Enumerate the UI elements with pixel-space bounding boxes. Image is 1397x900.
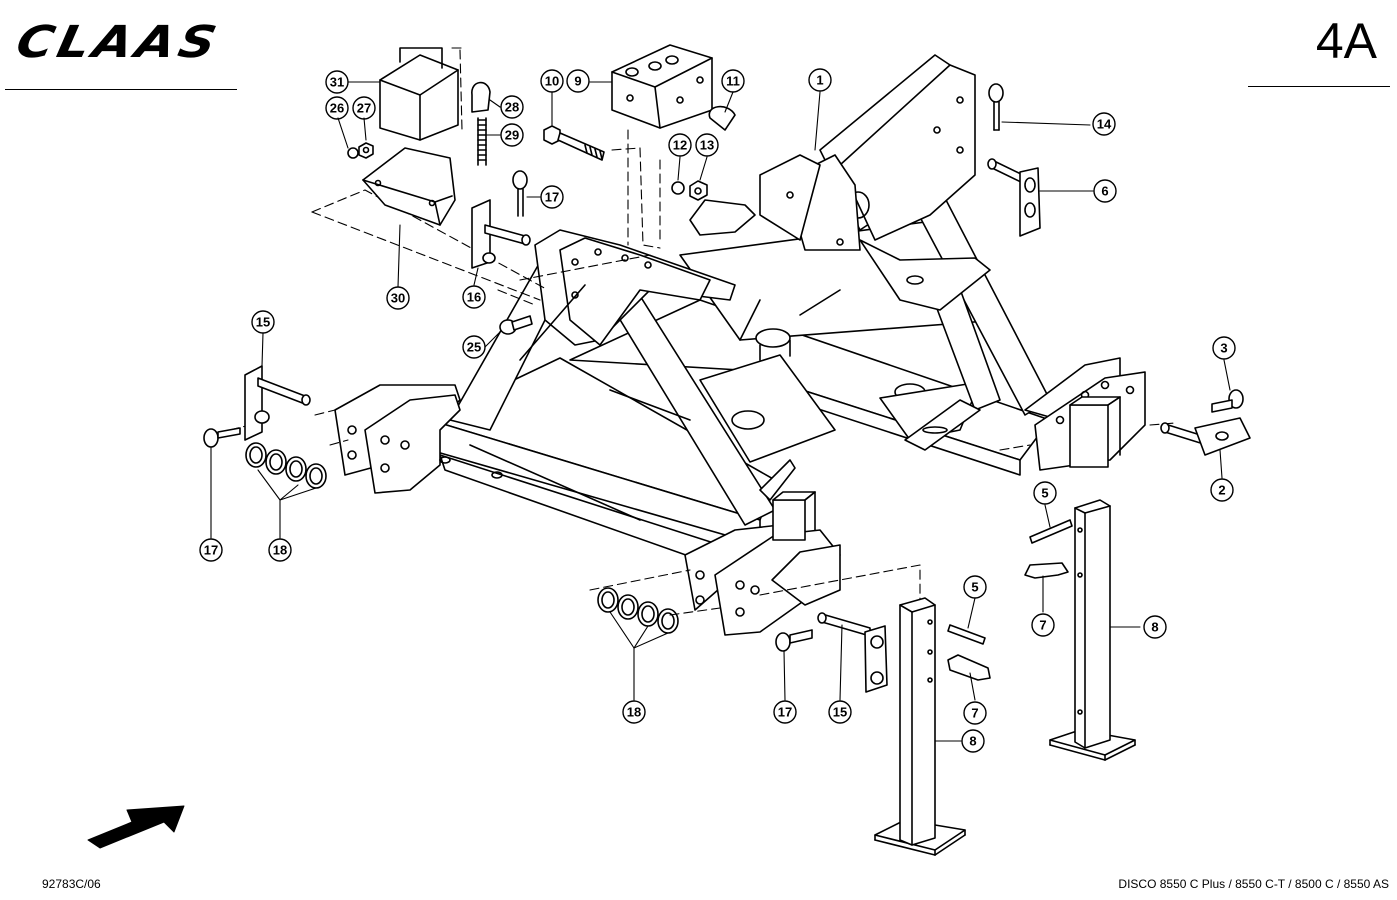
callout-26: 26 [330,101,344,116]
part-17-top-pin [512,170,528,217]
part-13-nut [689,180,708,201]
callout-labels: 31 26 27 28 29 30 10 9 11 12 13 1 14 6 1… [204,73,1228,749]
callout-9: 9 [574,74,581,89]
part-8-mid-stand [874,597,966,856]
callout-17-top: 17 [545,190,559,205]
part-17-bottom-pin [775,629,813,652]
direction-arrow-icon [87,805,185,849]
part-25-bolt [499,315,533,335]
callout-7-mid: 7 [971,706,978,721]
part-15-left-pin [244,365,311,441]
callout-1: 1 [816,73,823,88]
callout-3: 3 [1220,341,1227,356]
callout-18-left: 18 [273,543,287,558]
callout-14: 14 [1097,117,1112,132]
callout-18-bottom: 18 [627,705,641,720]
part-29-spring [477,117,487,166]
callout-30: 30 [391,291,405,306]
callout-15-bottom: 15 [833,705,847,720]
part-5-mid-pin [947,624,986,645]
callout-27: 27 [357,101,371,116]
part-6-pin [987,158,1041,237]
part-9-bracket [611,44,713,129]
callout-12: 12 [673,138,687,153]
callout-2: 2 [1218,483,1225,498]
callout-29: 29 [505,128,519,143]
callout-28: 28 [505,100,519,115]
part-17-left-pin [203,427,241,448]
part-2-pin [1160,417,1251,456]
part-7-mid-clip [947,654,991,681]
callout-17-left: 17 [204,543,218,558]
callout-13: 13 [700,138,714,153]
main-frame [334,54,1146,636]
callout-7-right: 7 [1039,618,1046,633]
callout-31: 31 [330,75,344,90]
part-10-bolt [543,125,605,161]
header-rule-right [1248,86,1390,87]
callout-16: 16 [467,290,481,305]
part-27-nut [358,142,374,159]
part-7-right-clip [1024,562,1069,579]
callout-circles [199,68,1236,753]
part-3-bolt [1211,389,1244,413]
callout-8-right: 8 [1151,620,1158,635]
part-8-right-stand [1049,499,1136,761]
part-12-washer [671,181,685,195]
part-18-left-shims [245,442,327,489]
header-rule-left [5,89,237,90]
callout-8-mid: 8 [969,734,976,749]
part-28-clip [471,81,491,113]
part-31-cover [379,47,459,141]
drawing-number: 92783C/06 [42,877,101,891]
callout-17-bottom: 17 [778,705,792,720]
callout-15-left: 15 [256,315,270,330]
part-14-pin [988,83,1004,131]
part-30-guard [362,147,456,226]
callout-5-right: 5 [1041,486,1048,501]
part-11-clip [708,105,736,131]
callout-25: 25 [467,340,481,355]
part-16-pin [471,199,531,269]
part-26-washer [347,147,359,159]
model-list: DISCO 8550 C Plus / 8550 C-T / 8500 C / … [1118,877,1389,891]
leader-lines [210,81,1231,742]
part-5-right-pin [1029,519,1073,544]
callout-6: 6 [1101,184,1108,199]
page-code: 4A [1315,13,1377,69]
callout-10: 10 [545,74,559,89]
part-15-bottom-pin [817,612,888,693]
callout-5-mid: 5 [971,580,978,595]
callout-11: 11 [726,74,740,89]
part-18-bottom-shims [597,587,679,634]
